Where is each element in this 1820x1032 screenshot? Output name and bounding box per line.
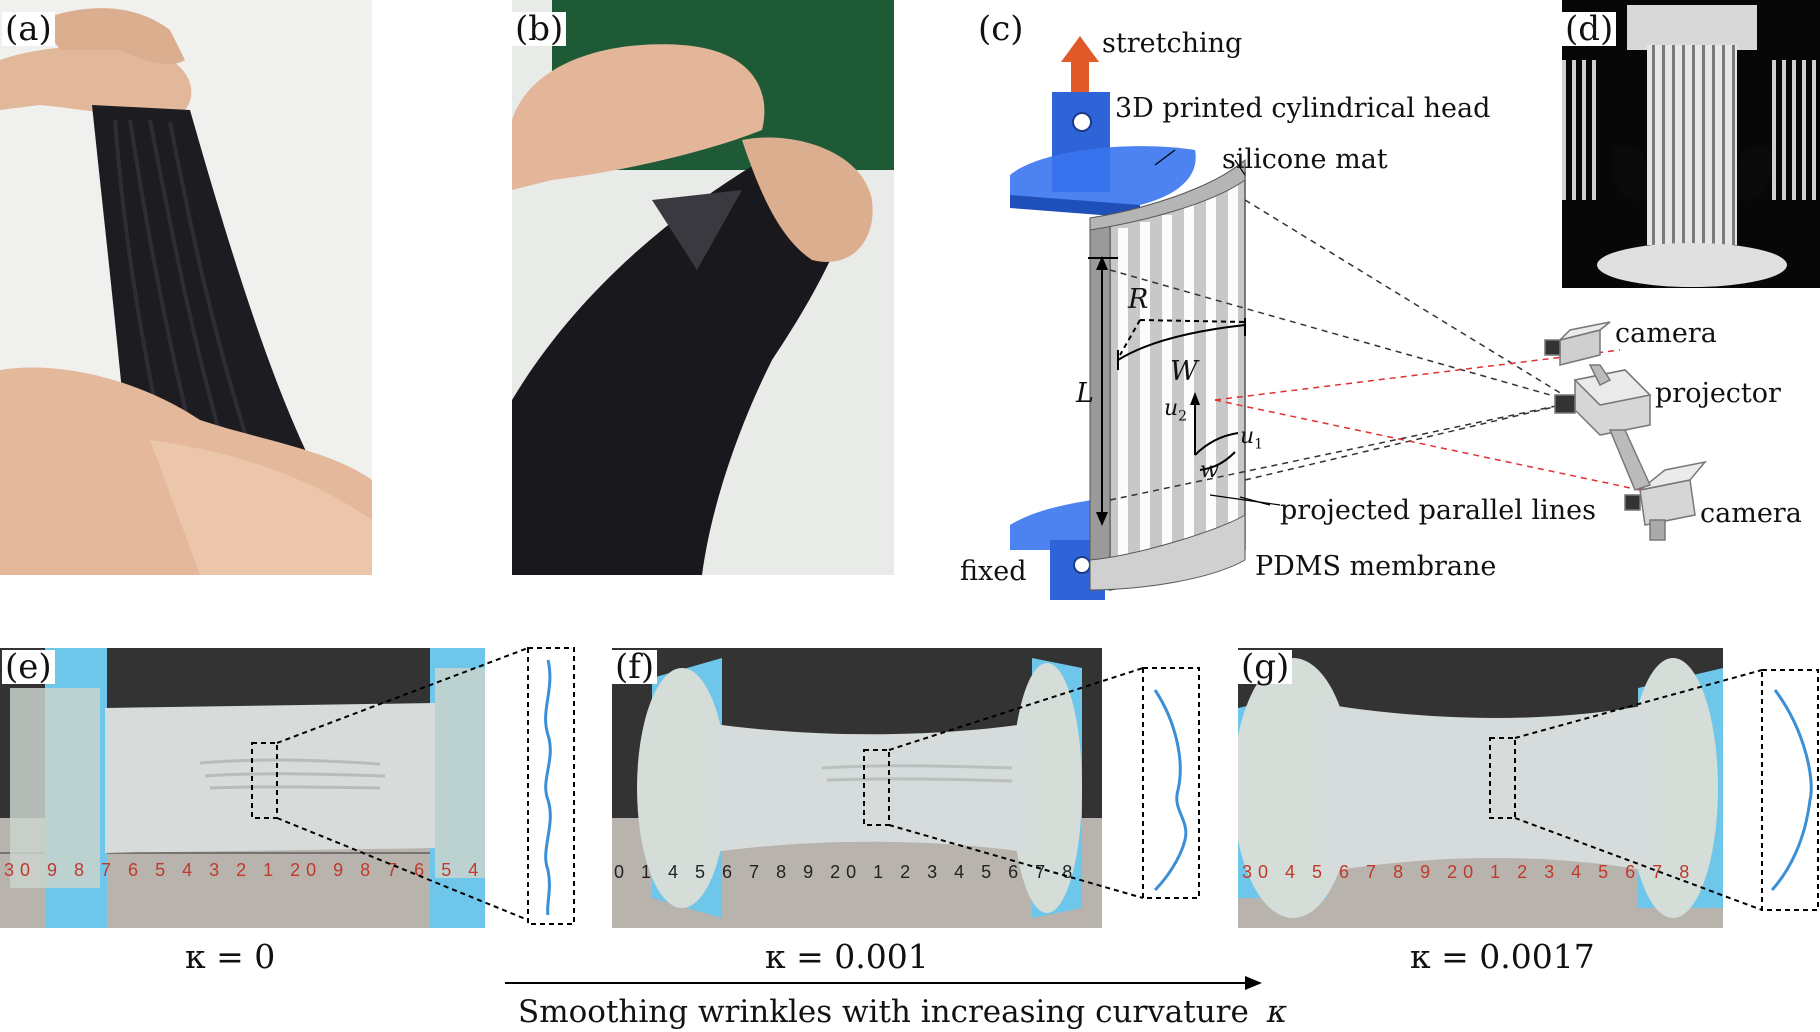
panel-label-a: (a) bbox=[2, 12, 55, 46]
label-u2: u2 bbox=[1164, 396, 1188, 425]
photo-g bbox=[1238, 648, 1723, 928]
label-W: W bbox=[1170, 356, 1198, 387]
profile-e bbox=[544, 659, 552, 916]
label-R: R bbox=[1128, 284, 1149, 315]
bottom-mount-plate bbox=[1050, 540, 1105, 600]
caption-kappa: κ bbox=[1266, 994, 1288, 1030]
ruler-digits-f: 0 1 4 5 6 7 8 9 20 1 2 3 4 5 6 7 8 bbox=[614, 862, 1079, 882]
profile-f bbox=[1153, 689, 1188, 892]
photo-a bbox=[0, 0, 372, 575]
label-projected-lines: projected parallel lines bbox=[1280, 495, 1596, 526]
ruler-digits-e: 30 9 8 7 6 5 4 3 2 1 20 9 8 7 6 5 4 bbox=[4, 860, 485, 880]
u1-sub: 1 bbox=[1254, 436, 1264, 453]
panel-label-c: (c) bbox=[975, 12, 1027, 46]
top-mount-plate bbox=[1052, 92, 1110, 192]
panel-label-b: (b) bbox=[512, 12, 567, 46]
panel-label-f: (f) bbox=[612, 650, 658, 684]
bottom-mount-flange bbox=[1010, 496, 1201, 550]
stretch-arrow-head bbox=[1061, 36, 1099, 62]
stretch-arrow-shaft bbox=[1071, 60, 1089, 95]
photo-e bbox=[0, 648, 485, 928]
label-pdms: PDMS membrane bbox=[1255, 551, 1497, 582]
label-camera-top: camera bbox=[1615, 318, 1717, 349]
photo-d bbox=[1562, 0, 1820, 288]
u2-symbol: u bbox=[1164, 396, 1179, 421]
panel-label-e: (e) bbox=[2, 650, 55, 684]
label-camera-bottom: camera bbox=[1700, 498, 1802, 529]
photo-b bbox=[512, 0, 894, 575]
curvature-arrow-head bbox=[1245, 976, 1262, 990]
profile-g bbox=[1770, 689, 1813, 892]
label-u1: u1 bbox=[1240, 424, 1264, 453]
label-silicone-mat: silicone mat bbox=[1222, 144, 1388, 175]
curvature-caption: Smoothing wrinkles with increasing curva… bbox=[518, 994, 1287, 1030]
label-stretching: stretching bbox=[1102, 28, 1243, 59]
caption-text: Smoothing wrinkles with increasing curva… bbox=[518, 994, 1249, 1030]
panel-label-g: (g) bbox=[1238, 650, 1293, 684]
panel-label-d: (d) bbox=[1562, 12, 1617, 46]
kappa-g: κ = 0.0017 bbox=[1410, 937, 1595, 976]
label-projector: projector bbox=[1655, 378, 1781, 409]
label-head: 3D printed cylindrical head bbox=[1115, 93, 1491, 124]
label-w: w bbox=[1200, 458, 1219, 483]
kappa-e: κ = 0 bbox=[185, 937, 276, 976]
top-mount-flange bbox=[1010, 146, 1196, 205]
label-L: L bbox=[1076, 378, 1094, 409]
kappa-f: κ = 0.001 bbox=[765, 937, 929, 976]
label-fixed: fixed bbox=[960, 556, 1027, 587]
photo-f bbox=[612, 648, 1102, 928]
u1-symbol: u bbox=[1240, 424, 1255, 449]
ruler-digits-g: 30 4 5 6 7 8 9 20 1 2 3 4 5 6 7 8 bbox=[1242, 862, 1696, 882]
u2-sub: 2 bbox=[1178, 408, 1188, 425]
